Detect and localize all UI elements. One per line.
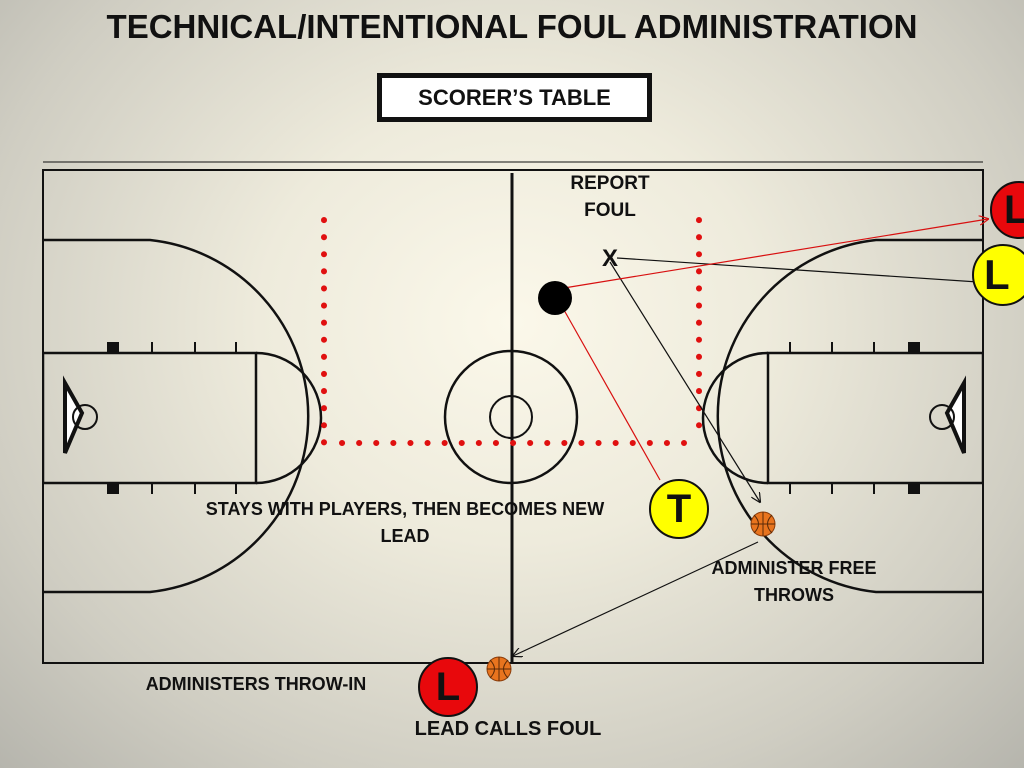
left-free-throw-circle	[255, 351, 323, 485]
center-inner-circle	[489, 395, 533, 439]
right-three-point-arc	[716, 238, 983, 594]
right-backboard	[944, 375, 966, 454]
arrow-foul-to-lead	[563, 219, 988, 289]
line-x-to-new-lead	[616, 257, 994, 284]
page-title: TECHNICAL/INTENTIONAL FOUL ADMINISTRATIO…	[106, 8, 918, 45]
left-rim	[72, 404, 98, 430]
ball-free-throw-icon	[750, 511, 776, 537]
foul-spot	[538, 281, 572, 315]
administer-free-throws-label: ADMINISTER FREE THROWS	[711, 558, 877, 605]
administers-throw-in-label: ADMINISTERS THROW-IN	[145, 674, 367, 694]
line-foul-to-trail	[563, 309, 661, 481]
right-free-throw-circle	[701, 351, 769, 485]
trail-official-badge: T	[649, 479, 709, 539]
lead-official-badge: L	[418, 657, 478, 717]
left-lane	[43, 351, 258, 485]
scorers-table-box: SCORER’S TABLE	[377, 73, 652, 122]
right-rim	[929, 404, 955, 430]
stays-with-players-label: STAYS WITH PLAYERS, THEN BECOMES NEW LEA…	[205, 499, 605, 546]
left-three-point-arc	[43, 238, 310, 594]
scorers-table-label: SCORER’S TABLE	[382, 78, 647, 117]
ball-throw-in-icon	[486, 656, 512, 682]
foul-x-mark: X	[601, 245, 618, 272]
lead-calls-foul-label: LEAD CALLS FOUL	[414, 718, 602, 740]
arrow-to-throw-in	[513, 541, 759, 656]
center-circle	[443, 349, 579, 485]
report-foul-label: REPORT FOUL	[570, 173, 650, 221]
right-lane	[766, 351, 983, 485]
arrow-x-to-free-throw	[609, 261, 760, 502]
new-lead-official-badge: L	[972, 244, 1024, 306]
